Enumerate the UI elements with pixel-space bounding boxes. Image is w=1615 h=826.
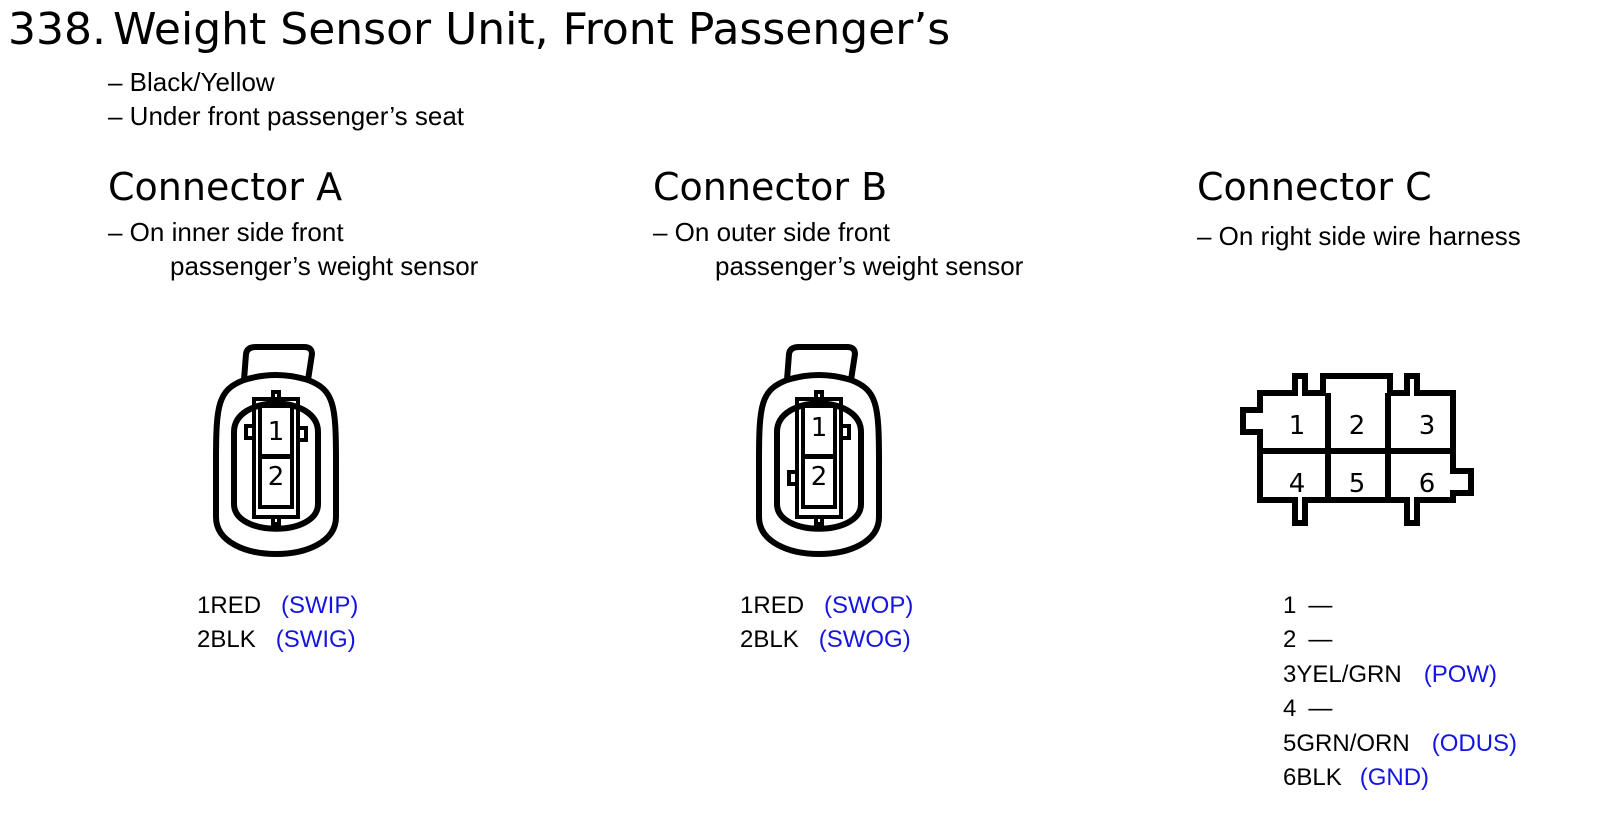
connector-b-wire-2: 2BLK (SWOG) xyxy=(740,623,911,657)
connector-a-latch xyxy=(241,344,315,383)
connector-c-pin-2-label: 2 xyxy=(1349,411,1366,441)
wire-signal: (SWOG) xyxy=(818,626,911,653)
connector-c-wire-1: 1— xyxy=(1283,589,1332,623)
wire-signal: (SWIG) xyxy=(275,626,356,653)
wire-pin: 4 xyxy=(1283,695,1297,722)
wire-color: YEL/GRN xyxy=(1296,661,1402,688)
connector-b-wire-1: 1RED (SWOP) xyxy=(740,589,913,623)
connector-c-location-line1: – On right side wire harness xyxy=(1197,221,1521,251)
connector-a-location-line2: passenger’s weight sensor xyxy=(170,251,479,281)
wire-color: BLK xyxy=(1296,764,1342,791)
connector-a-pin-2-label: 2 xyxy=(268,462,285,492)
connector-a-key-right xyxy=(296,426,308,442)
connector-a-key-top xyxy=(271,390,281,401)
connector-b-location: – On outer side front passenger’s weight… xyxy=(653,215,1023,283)
connector-b-pin-2-label: 2 xyxy=(811,462,828,492)
component-number: 338. xyxy=(8,4,106,55)
connector-b-pin-2-cavity xyxy=(801,455,837,509)
wire-pin: 2 xyxy=(740,626,754,653)
connector-a-location-line1: – On inner side front xyxy=(108,217,344,247)
connector-c-pin-1-label: 1 xyxy=(1289,411,1306,441)
connector-b-latch xyxy=(784,344,858,383)
wire-color: RED xyxy=(210,592,262,619)
connector-a-heading: Connector A xyxy=(108,165,343,209)
wire-color: RED xyxy=(753,592,805,619)
component-name: Weight Sensor Unit, Front Passenger’s xyxy=(113,4,951,55)
wire-pin: 6 xyxy=(1283,764,1297,791)
connector-c-pin-5-label: 5 xyxy=(1349,469,1366,499)
connector-c-wire-6: 6BLK (GND) xyxy=(1283,761,1429,795)
wire-signal: (ODUS) xyxy=(1431,730,1518,757)
connector-b-diagram: 1 2 xyxy=(756,344,882,557)
connector-c-wire-3: 3YEL/GRN (POW) xyxy=(1283,658,1497,692)
wire-color: — xyxy=(1308,695,1333,722)
wire-signal: (SWIP) xyxy=(281,592,359,619)
connector-a-location: – On inner side front passenger’s weight… xyxy=(108,215,478,283)
connector-b-key-top xyxy=(814,390,824,401)
connector-c-wire-5: 5GRN/ORN (ODUS) xyxy=(1283,727,1517,761)
component-location: – Under front passenger’s seat xyxy=(108,101,465,131)
connector-c-pin-4-label: 4 xyxy=(1289,469,1306,499)
connector-a-wire-2: 2BLK (SWIG) xyxy=(197,623,356,657)
connector-b-location-line2: passenger’s weight sensor xyxy=(715,251,1024,281)
connector-a-key-bottom xyxy=(271,515,281,526)
wire-pin: 1 xyxy=(197,592,211,619)
page-title: 338.Weight Sensor Unit, Front Passenger’… xyxy=(8,4,950,56)
connector-c-diagram: 1 2 3 4 5 6 xyxy=(1240,373,1474,526)
connector-c-wire-2: 2— xyxy=(1283,623,1332,657)
wire-signal: (GND) xyxy=(1359,764,1430,791)
connector-b-key-left xyxy=(787,470,799,486)
wire-color: BLK xyxy=(753,626,799,653)
wire-color: — xyxy=(1308,626,1333,653)
connector-b-key-bottom xyxy=(814,515,824,526)
connector-b-key-right xyxy=(839,424,851,440)
wire-signal: (SWOP) xyxy=(824,592,914,619)
wire-signal: (POW) xyxy=(1423,661,1498,688)
wire-color: GRN/ORN xyxy=(1296,730,1410,757)
connector-a-pin-1-label: 1 xyxy=(268,417,285,447)
connector-a-diagram: 1 2 xyxy=(213,344,339,557)
wire-color: BLK xyxy=(210,626,256,653)
wire-pin: 5 xyxy=(1283,730,1297,757)
connector-b-heading: Connector B xyxy=(653,165,888,209)
connector-a-outer-shell xyxy=(213,377,339,557)
wire-color: — xyxy=(1308,592,1333,619)
connector-b-location-line1: – On outer side front xyxy=(653,217,891,247)
wire-pin: 3 xyxy=(1283,661,1297,688)
connector-c-heading: Connector C xyxy=(1197,165,1432,209)
connector-a-key-left xyxy=(244,424,256,440)
connector-c-wire-4: 4— xyxy=(1283,692,1332,726)
connector-b-outer-shell xyxy=(756,377,882,557)
connector-c-location: – On right side wire harness xyxy=(1197,219,1521,253)
connector-a-pin-2-cavity xyxy=(258,455,294,509)
wire-pin: 1 xyxy=(1283,592,1297,619)
wire-pin: 2 xyxy=(1283,626,1297,653)
connector-b-pin-1-label: 1 xyxy=(811,413,828,443)
connector-c-pin-6-label: 6 xyxy=(1419,469,1436,499)
wire-pin: 1 xyxy=(740,592,754,619)
connector-color: – Black/Yellow xyxy=(108,67,275,97)
connector-a-wire-1: 1RED (SWIP) xyxy=(197,589,358,623)
wire-pin: 2 xyxy=(197,626,211,653)
connector-c-pin-3-label: 3 xyxy=(1419,411,1436,441)
connector-c-housing xyxy=(1240,373,1474,526)
